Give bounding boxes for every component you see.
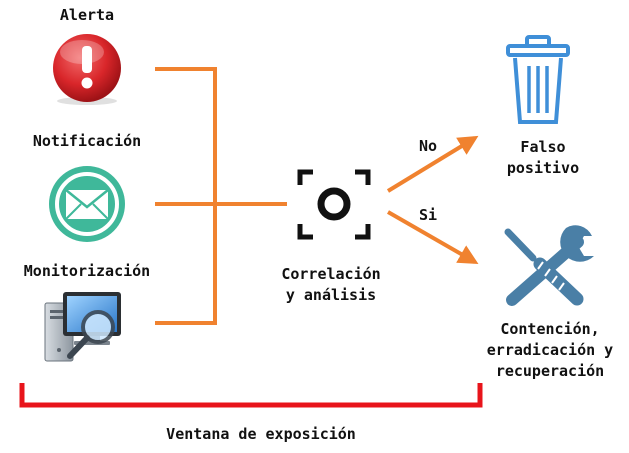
label-response-line3: recuperación <box>495 362 605 380</box>
exposure-window-bracket <box>19 383 483 408</box>
label-alert: Alerta <box>59 6 115 24</box>
label-process-line2: y análisis <box>285 286 377 304</box>
alert-icon <box>53 34 121 105</box>
label-branch-yes: Si <box>419 206 438 224</box>
label-response-line2: erradicación y <box>486 341 614 359</box>
arrow-no <box>386 135 479 193</box>
label-response: Contención, erradicación y recuperación <box>487 319 613 382</box>
label-false-positive-line1: Falso <box>520 138 566 156</box>
label-false-positive: Falso positivo <box>507 137 579 179</box>
tools-icon <box>504 225 594 306</box>
mail-icon <box>49 166 125 242</box>
label-monitoring: Monitorización <box>23 262 151 280</box>
label-process-line1: Correlación <box>281 265 381 283</box>
input-connectors <box>155 67 287 325</box>
label-notification: Notificación <box>32 132 142 150</box>
label-branch-no: No <box>419 137 438 155</box>
arrow-yes <box>387 210 479 264</box>
monitor-magnifier-icon <box>44 292 121 362</box>
branch-arrows <box>386 135 479 264</box>
label-response-line1: Contención, <box>500 320 600 338</box>
camera-focus-icon <box>297 169 371 240</box>
trash-icon <box>506 35 570 124</box>
label-exposure-window: Ventana de exposición <box>166 425 356 443</box>
label-process: Correlación y análisis <box>281 264 380 306</box>
label-false-positive-line2: positivo <box>506 159 580 177</box>
connector-alert <box>155 67 217 325</box>
